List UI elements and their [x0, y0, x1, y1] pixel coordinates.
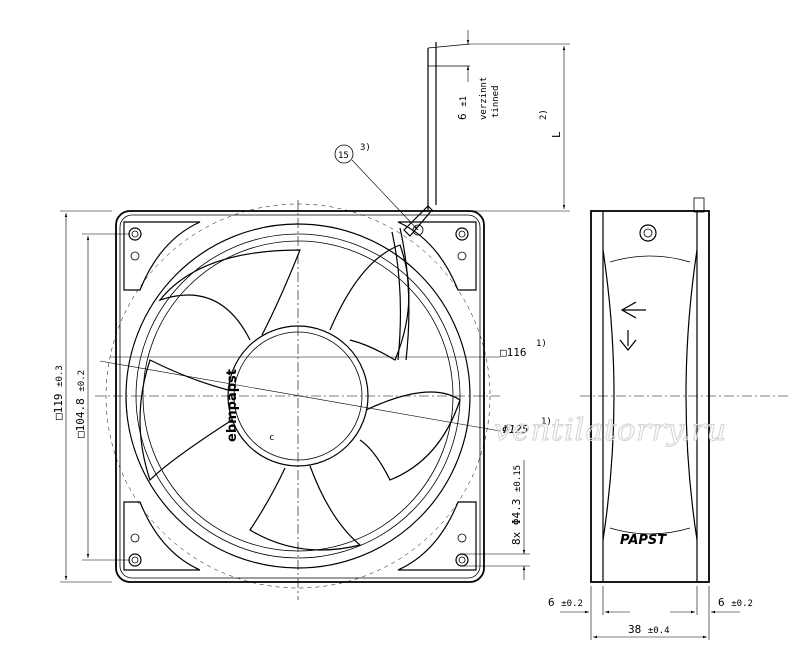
dim-left: 6 ±0.2 [548, 596, 583, 609]
side-grommet [639, 224, 657, 242]
dim-diameter-line [99, 360, 501, 432]
side-outline [590, 210, 710, 583]
callout-note: 3) [360, 143, 371, 153]
strip-length: 6 ±1 [456, 96, 469, 120]
wire-end-top [427, 43, 471, 49]
callout-circle [334, 144, 354, 164]
dim-square-116: □116 [500, 346, 527, 359]
tin-de: verzinnt [479, 77, 489, 120]
watermark: ventilatorry.ru [494, 413, 727, 448]
hub-logo: ebmpapst [225, 369, 240, 442]
dim-right: 6 ±0.2 [718, 596, 753, 609]
venturi-ring-outer [125, 223, 471, 569]
dim-depth: 38 ±0.4 [628, 623, 670, 636]
hub-inner [233, 331, 363, 461]
frame-outline [115, 210, 485, 583]
side-brand: PAPST [620, 533, 667, 548]
hub-logo-mark: c [269, 433, 274, 443]
mounting-holes [128, 227, 469, 567]
callout-leader [351, 159, 419, 231]
rotation-arrow-icon [619, 330, 637, 351]
tin-en: tinned [491, 85, 501, 118]
airflow-arrow-icon [620, 301, 646, 319]
length-label: L [550, 131, 563, 138]
cable-grommet [403, 205, 433, 237]
length-note: 2) [539, 109, 549, 120]
note-1b: 1) [541, 417, 552, 427]
side-venturi-right [685, 249, 698, 541]
note-1: 1) [536, 339, 547, 349]
venturi-ring-inner [135, 233, 461, 559]
corner-pocket-bottom-left [123, 501, 201, 571]
side-grommet-inner [643, 228, 653, 238]
corner-pocket-bottom-right [397, 501, 477, 571]
side-venturi-left [602, 249, 615, 541]
side-wire-stub [693, 197, 705, 213]
cable-channel [391, 231, 402, 361]
frame-inner-edge [119, 214, 481, 579]
hub [227, 325, 369, 467]
dim-square-inner: □104.8 ±0.2 [74, 370, 87, 438]
side-view: PAPST 6 ±0.2 6 ±0.2 38 ±0.4 [548, 197, 790, 640]
cable-grommet-ring [412, 224, 424, 236]
front-view: ebmpapst c □116 1) Φ125 1) 15 3) □119 ±0… [52, 143, 552, 600]
callout-number: 15 [338, 151, 349, 161]
lead-wire: 6 ±1 verzinnt tinned L 2) [427, 30, 570, 212]
corner-pocket-top-left [123, 221, 201, 291]
outer-diameter-circle [105, 203, 491, 589]
dim-holes: 8x Φ4.3 ±0.15 [510, 465, 523, 545]
side-strut-top [609, 255, 691, 263]
cable-channel-edge [399, 227, 410, 361]
dim-square-outer: □119 ±0.3 [52, 365, 65, 420]
dim-diameter: Φ125 [502, 423, 529, 436]
side-strut-bottom [609, 527, 691, 535]
corner-pocket-top-right [397, 221, 477, 291]
